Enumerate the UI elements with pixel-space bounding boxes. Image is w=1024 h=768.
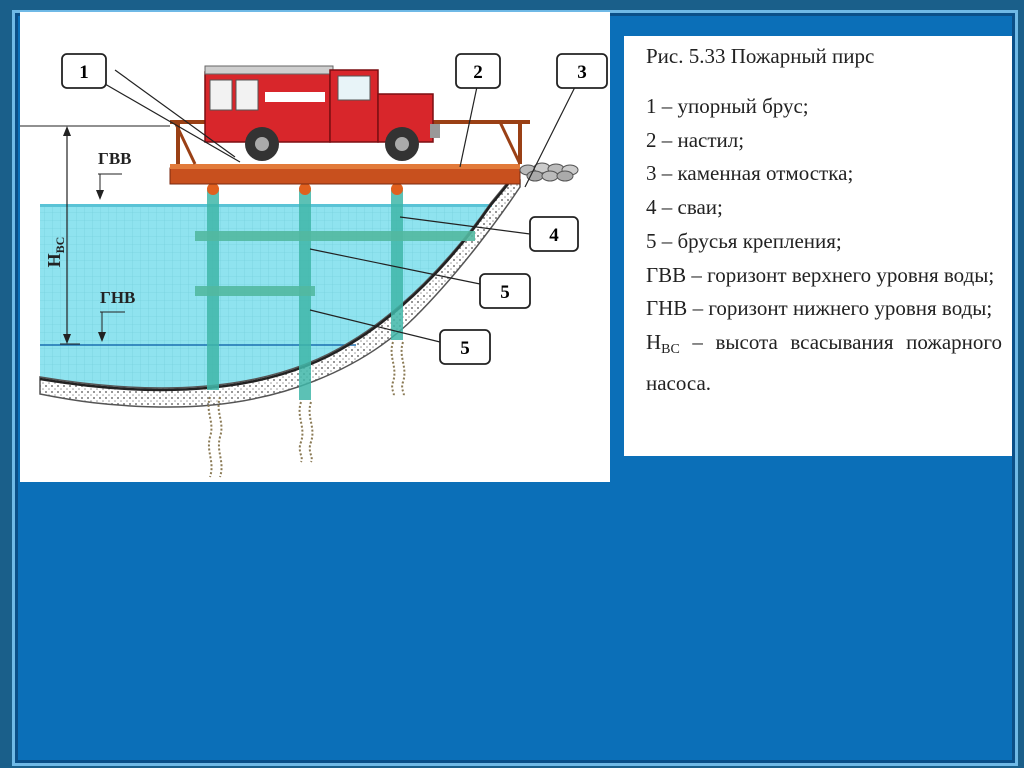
svg-text:2: 2 xyxy=(473,62,483,83)
leader-lines xyxy=(104,69,576,343)
svg-text:4: 4 xyxy=(549,225,559,246)
bracing-beams xyxy=(195,231,475,296)
callout-5-lower: 5 xyxy=(439,329,491,365)
callout-5-upper: 5 xyxy=(479,273,531,309)
suction-height-dimension: HВС xyxy=(20,125,170,345)
svg-text:3: 3 xyxy=(577,62,587,83)
legend-item-hvs: НВС – высота всасывания пожарного насоса… xyxy=(646,326,1002,400)
high-water-label: ГВВ xyxy=(98,149,132,168)
legend-item-3: 3 – каменная отмостка; xyxy=(646,161,854,186)
level-labels: ГВВ ГНВ xyxy=(96,149,135,342)
svg-text:1: 1 xyxy=(79,62,89,83)
figure-panel: HВС ГВВ ГНВ 1 xyxy=(20,12,610,482)
river-bank xyxy=(39,179,521,408)
callout-2: 2 xyxy=(455,53,501,89)
legend-item-gnv: ГНВ – горизонт нижнего уровня воды; xyxy=(646,296,993,321)
suction-height-main: H xyxy=(44,253,64,267)
legend-list: 1 – упорный брус; 2 – настил; 3 – каменн… xyxy=(646,90,1002,400)
callout-4: 4 xyxy=(529,216,579,252)
fire-truck xyxy=(204,65,440,161)
low-water-label: ГНВ xyxy=(100,288,135,307)
callout-3: 3 xyxy=(556,53,608,89)
svg-text:5: 5 xyxy=(460,338,470,359)
callout-1: 1 xyxy=(61,53,107,89)
hvs-main: Н xyxy=(646,329,662,354)
legend-item-1: 1 – упорный брус; xyxy=(646,94,809,118)
legend-item-4: 4 – сваи; xyxy=(646,195,723,220)
hvs-rest: – высота всасывания пожарного насоса. xyxy=(646,329,1002,395)
stone-paving xyxy=(519,162,579,182)
svg-text:HВС: HВС xyxy=(44,237,67,268)
legend-item-5: 5 – брусья крепления; xyxy=(646,228,842,253)
pier-diagram: HВС ГВВ ГНВ 1 xyxy=(20,53,608,478)
suction-height-sub: ВС xyxy=(53,237,67,254)
figure-caption-title: Рис. 5.33 Пожарный пирс xyxy=(646,44,875,68)
svg-text:5: 5 xyxy=(500,282,510,303)
legend-item-gvv: ГВВ – горизонт верхнего уровня воды; xyxy=(646,262,995,287)
hvs-sub: ВС xyxy=(661,341,680,357)
legend-item-2: 2 – настил; xyxy=(646,127,745,152)
caption-panel: Рис. 5.33 Пожарный пирс 1 – упорный брус… xyxy=(624,36,1012,456)
